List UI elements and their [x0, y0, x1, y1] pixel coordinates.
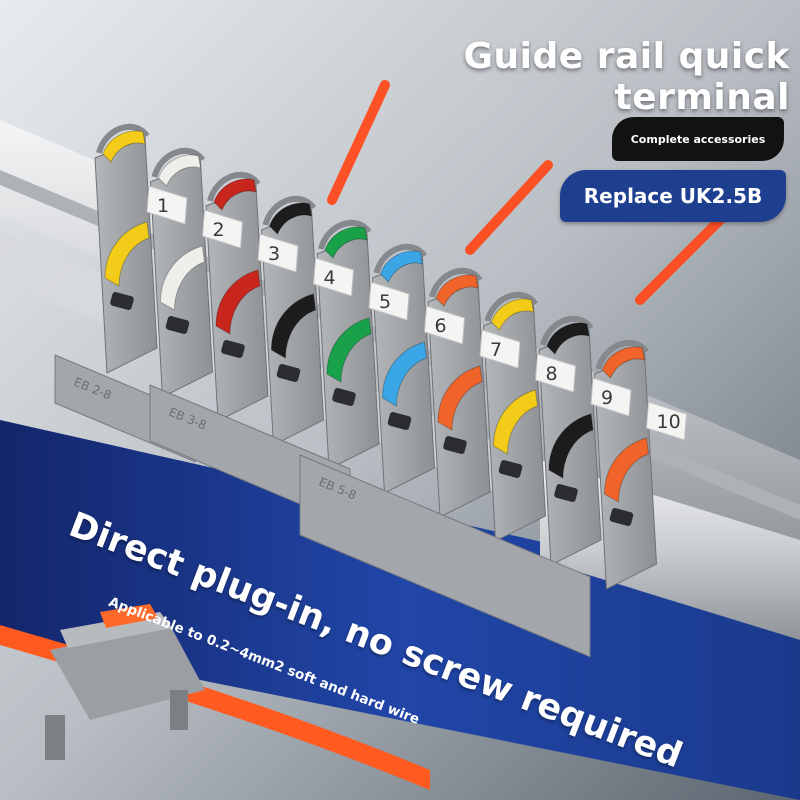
lever-upper-6	[379, 250, 424, 283]
replace-uk25b-badge: Replace UK2.5B	[560, 170, 786, 222]
complete-accessories-badge: Complete accessories	[612, 117, 784, 161]
lever-upper-8	[490, 298, 535, 331]
lever-lower-8	[492, 389, 539, 455]
lever-lower-10	[603, 437, 650, 503]
terminal-2	[149, 147, 214, 398]
single-connector	[45, 604, 205, 760]
lever-upper-1	[102, 130, 146, 163]
lever-upper-7	[435, 274, 479, 307]
lever-lower-3	[215, 269, 261, 335]
lever-upper-4	[268, 202, 313, 235]
lever-lower-5	[326, 317, 372, 383]
lever-lower-4	[270, 293, 317, 359]
terminal-number-9: 9	[601, 387, 613, 409]
lever-upper-10	[601, 346, 646, 379]
terminal-number-8: 8	[546, 363, 558, 385]
jumper-bar-3: EB 5-8	[299, 454, 591, 658]
terminal-9	[538, 315, 602, 566]
terminal-number-6: 6	[435, 315, 447, 337]
lever-lower-7	[437, 365, 483, 431]
terminal-8	[482, 291, 547, 542]
terminal-number-1: 1	[157, 195, 169, 217]
terminal-number-3: 3	[268, 243, 280, 265]
terminal-10	[593, 339, 658, 590]
lever-lower-2	[159, 245, 206, 311]
terminal-1	[94, 123, 158, 374]
lever-upper-5	[324, 226, 368, 259]
terminal-3	[205, 171, 269, 422]
lever-lower-9	[548, 413, 594, 479]
lever-lower-6	[381, 341, 428, 407]
terminal-number-4: 4	[324, 267, 336, 289]
terminal-number-10: 10	[657, 411, 681, 433]
headline: Guide rail quick terminal	[463, 36, 790, 118]
terminal-number-5: 5	[379, 291, 391, 313]
terminal-6	[371, 243, 436, 494]
lever-upper-3	[213, 178, 257, 211]
terminal-number-7: 7	[490, 339, 502, 361]
complete-accessories-label: Complete accessories	[630, 132, 766, 146]
lever-lower-1	[104, 221, 150, 287]
replace-uk25b-label: Replace UK2.5B	[583, 184, 763, 208]
terminal-5	[316, 219, 380, 470]
terminal-7	[427, 267, 491, 518]
terminal-number-2: 2	[213, 219, 225, 241]
lever-upper-9	[546, 322, 590, 355]
terminal-4	[260, 195, 325, 446]
lever-upper-2	[157, 154, 202, 187]
